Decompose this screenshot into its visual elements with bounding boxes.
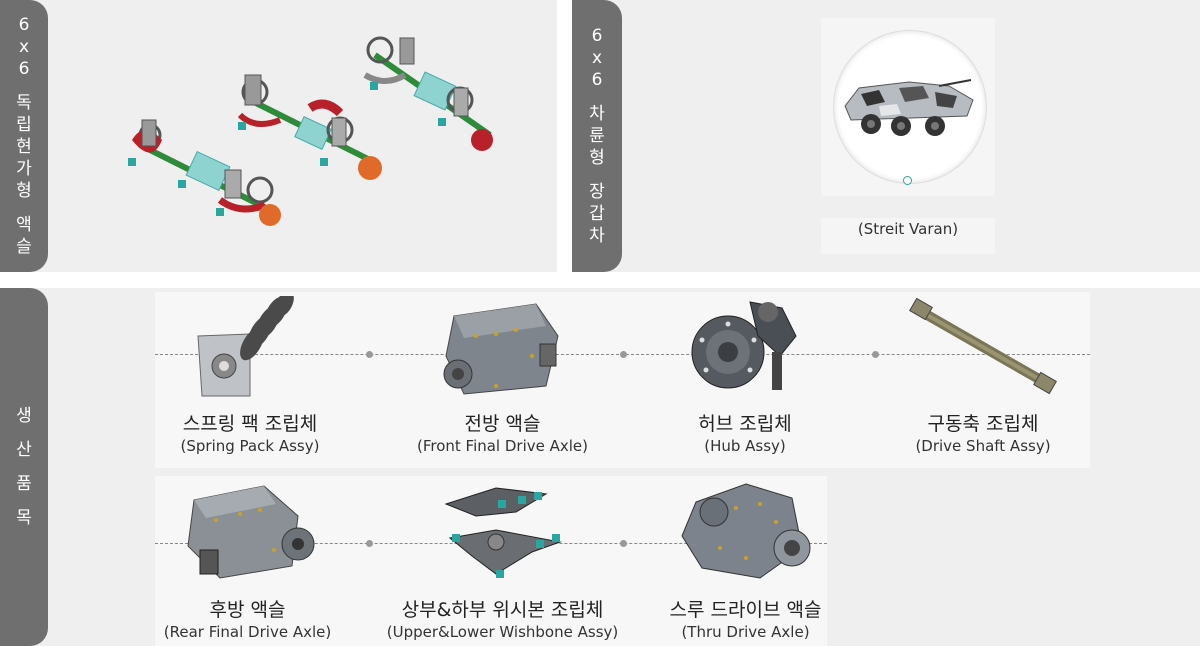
- hub-assy-image: [691, 301, 797, 390]
- product-name-en: (Spring Pack Assy): [180, 437, 320, 455]
- product-name-en: (Thru Drive Axle): [681, 623, 810, 641]
- tab-char: 6: [591, 26, 603, 46]
- tab-char: 차: [589, 226, 605, 246]
- row-1-bead: [872, 351, 879, 358]
- tab-char: 갑: [589, 204, 605, 224]
- tab-char: x: [18, 37, 30, 57]
- product-name-en: (Drive Shaft Assy): [915, 437, 1051, 455]
- product-thru-drive-axle[interactable]: 스루 드라이브 액슬 (Thru Drive Axle): [648, 598, 843, 642]
- product-name-ko: 후방 액슬: [209, 599, 286, 621]
- tab-char: 6: [18, 15, 30, 35]
- tab-char: 목: [16, 508, 32, 528]
- tab-char: 액: [16, 215, 32, 235]
- vehicle-caption: (Streit Varan): [821, 218, 995, 254]
- thru-drive-axle-image: [681, 483, 811, 579]
- products-section-tab: 생 산 품 목: [0, 288, 48, 646]
- axle-assembly-1: [128, 119, 281, 226]
- row-1-bead: [366, 351, 373, 358]
- vehicle-tab-label: 6 x 6 차 륜 형 장 갑 차: [589, 25, 605, 247]
- tab-char: 장: [589, 182, 605, 202]
- product-hub-assy[interactable]: 허브 조립체 (Hub Assy): [645, 412, 845, 456]
- product-drive-shaft[interactable]: 구동축 조립체 (Drive Shaft Assy): [893, 412, 1073, 456]
- wishbone-image: [444, 487, 562, 578]
- product-name-ko: 상부&하부 위시본 조립체: [401, 599, 604, 621]
- tab-char: 산: [16, 440, 32, 460]
- product-name-ko: 구동축 조립체: [927, 413, 1039, 435]
- product-rear-axle[interactable]: 후방 액슬 (Rear Final Drive Axle): [145, 598, 350, 642]
- product-name-ko: 스루 드라이브 액슬: [669, 599, 822, 621]
- rear-axle-image: [187, 485, 315, 579]
- product-name-en: (Front Final Drive Axle): [416, 437, 589, 455]
- product-name-en: (Hub Assy): [704, 437, 786, 455]
- tab-char: 립: [16, 115, 32, 135]
- tab-char: 6: [18, 59, 30, 79]
- tab-char: 차: [589, 104, 605, 124]
- tab-char: 슬: [16, 237, 32, 257]
- tab-char: 형: [16, 181, 32, 201]
- axle-tab-label: 6 x 6 독 립 현 가 형 액 슬: [16, 14, 32, 258]
- row-1-bead: [620, 351, 627, 358]
- tab-char: 생: [16, 406, 32, 426]
- carousel-indicator-dot[interactable]: [903, 176, 912, 185]
- axle-panel: [0, 0, 557, 272]
- product-name-ko: 전방 액슬: [464, 413, 541, 435]
- product-name-en: (Rear Final Drive Axle): [163, 623, 332, 641]
- row-2-bead: [366, 540, 373, 547]
- tab-char: x: [591, 48, 603, 68]
- product-front-axle[interactable]: 전방 액슬 (Front Final Drive Axle): [395, 412, 610, 456]
- spring-pack-image: [197, 296, 294, 397]
- tab-char: 가: [16, 159, 32, 179]
- tab-char: 독: [16, 93, 32, 113]
- armored-vehicle-image: [844, 79, 974, 136]
- vehicle-section-tab: 6 x 6 차 륜 형 장 갑 차: [572, 0, 622, 272]
- product-name-ko: 스프링 팩 조립체: [182, 413, 318, 435]
- product-wishbone[interactable]: 상부&하부 위시본 조립체 (Upper&Lower Wishbone Assy…: [385, 598, 620, 642]
- axle-assembly-2: [237, 74, 382, 180]
- axle-section-tab: 6 x 6 독 립 현 가 형 액 슬: [0, 0, 48, 272]
- product-name-en: (Upper&Lower Wishbone Assy): [386, 623, 619, 641]
- tab-char: 품: [16, 474, 32, 494]
- product-name-ko: 허브 조립체: [698, 413, 792, 435]
- products-tab-label: 생 산 품 목: [16, 405, 32, 529]
- front-axle-image: [443, 303, 559, 395]
- vehicle-photo-box: [821, 18, 995, 196]
- axle-assembly-illustration: [128, 36, 493, 226]
- drive-shaft-image: [909, 297, 1057, 395]
- product-spring-pack[interactable]: 스프링 팩 조립체 (Spring Pack Assy): [150, 412, 350, 456]
- tab-char: 형: [589, 148, 605, 168]
- tab-char: 6: [591, 70, 603, 90]
- tab-char: 륜: [589, 126, 605, 146]
- row-2-bead: [620, 540, 627, 547]
- axle-assembly-3: [363, 36, 493, 151]
- tab-char: 현: [16, 137, 32, 157]
